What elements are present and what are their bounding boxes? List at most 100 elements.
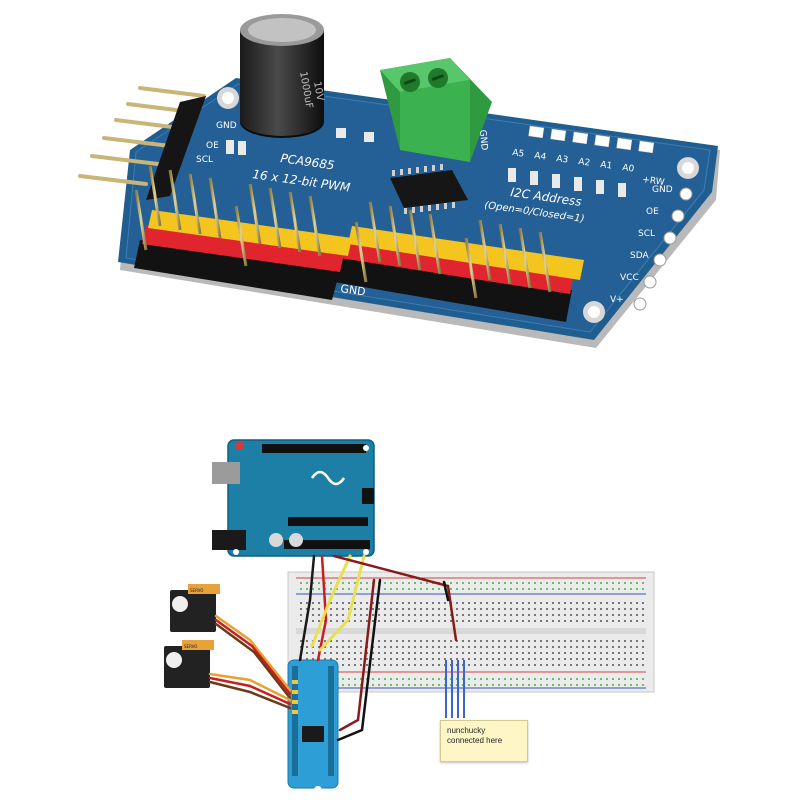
- breadboard-hole: [498, 602, 500, 604]
- nunchuck-note: nunchucky connected here: [440, 720, 528, 762]
- breadboard-hole: [528, 658, 530, 660]
- breadboard-hole: [360, 588, 362, 590]
- breadboard-hole: [510, 658, 512, 660]
- breadboard-hole: [414, 646, 416, 648]
- breadboard-hole: [402, 588, 404, 590]
- breadboard-hole: [426, 620, 428, 622]
- breadboard-hole: [336, 658, 338, 660]
- breadboard-hole: [522, 620, 524, 622]
- breadboard-hole: [396, 664, 398, 666]
- breadboard-hole: [528, 640, 530, 642]
- breadboard-hole: [384, 608, 386, 610]
- breadboard-hole: [306, 608, 308, 610]
- breadboard-hole: [360, 658, 362, 660]
- breadboard-hole: [336, 652, 338, 654]
- breadboard-hole: [450, 620, 452, 622]
- breadboard-hole: [612, 608, 614, 610]
- breadboard-hole: [468, 620, 470, 622]
- breadboard-hole: [354, 664, 356, 666]
- breadboard-hole: [414, 620, 416, 622]
- breadboard-hole: [498, 582, 500, 584]
- breadboard-hole: [558, 646, 560, 648]
- breadboard-hole: [552, 664, 554, 666]
- breadboard-hole: [438, 588, 440, 590]
- breadboard-hole: [318, 646, 320, 648]
- breadboard-hole: [384, 620, 386, 622]
- breadboard-hole: [480, 602, 482, 604]
- breadboard-hole: [462, 602, 464, 604]
- breadboard-hole: [528, 588, 530, 590]
- breadboard-hole: [336, 608, 338, 610]
- breadboard-hole: [492, 640, 494, 642]
- breadboard-hole: [636, 620, 638, 622]
- breadboard-hole: [618, 620, 620, 622]
- breadboard-hole: [552, 620, 554, 622]
- breadboard-hole: [384, 640, 386, 642]
- breadboard-hole: [624, 620, 626, 622]
- power-jack: [212, 530, 246, 550]
- breadboard-hole: [408, 582, 410, 584]
- breadboard-hole: [528, 608, 530, 610]
- breadboard-hole: [594, 678, 596, 680]
- breadboard-hole: [636, 646, 638, 648]
- breadboard-hole: [534, 678, 536, 680]
- breadboard-hole: [504, 646, 506, 648]
- breadboard-hole: [342, 608, 344, 610]
- breadboard-hole: [498, 684, 500, 686]
- breadboard-hole: [330, 582, 332, 584]
- breadboard-hole: [486, 664, 488, 666]
- breadboard-hole: [444, 640, 446, 642]
- breadboard-hole: [330, 608, 332, 610]
- breadboard-hole: [492, 664, 494, 666]
- breadboard-hole: [456, 652, 458, 654]
- breadboard-hole: [468, 608, 470, 610]
- breadboard-hole: [444, 620, 446, 622]
- breadboard-hole: [510, 614, 512, 616]
- breadboard-hole: [552, 640, 554, 642]
- breadboard-hole: [480, 678, 482, 680]
- breadboard-hole: [516, 582, 518, 584]
- breadboard-hole: [624, 652, 626, 654]
- address-bit-labels: A5 A4 A3 A2 A1 A0: [512, 148, 635, 175]
- breadboard-hole: [600, 664, 602, 666]
- breadboard-hole: [552, 602, 554, 604]
- breadboard-hole: [456, 658, 458, 660]
- breadboard-hole: [612, 602, 614, 604]
- breadboard-hole: [390, 640, 392, 642]
- breadboard-hole: [576, 602, 578, 604]
- breadboard-hole: [486, 646, 488, 648]
- breadboard-hole: [528, 614, 530, 616]
- breadboard-hole: [540, 646, 542, 648]
- breadboard-hole: [420, 646, 422, 648]
- breadboard-hole: [570, 664, 572, 666]
- breadboard-hole: [510, 684, 512, 686]
- breadboard-hole: [378, 678, 380, 680]
- breadboard-hole: [408, 614, 410, 616]
- breadboard-hole: [552, 608, 554, 610]
- breadboard-hole: [348, 664, 350, 666]
- breadboard-hole: [318, 614, 320, 616]
- breadboard-hole: [324, 640, 326, 642]
- nunchuck-wires: [445, 660, 465, 718]
- breadboard-hole: [414, 664, 416, 666]
- breadboard-hole: [318, 608, 320, 610]
- breadboard-hole: [582, 652, 584, 654]
- breadboard-hole: [642, 646, 644, 648]
- breadboard-hole: [426, 614, 428, 616]
- breadboard-hole: [612, 620, 614, 622]
- breadboard-hole: [420, 588, 422, 590]
- breadboard-hole: [546, 684, 548, 686]
- breadboard-hole: [516, 640, 518, 642]
- breadboard-hole: [312, 588, 314, 590]
- breadboard-hole: [426, 664, 428, 666]
- breadboard-hole: [420, 652, 422, 654]
- breadboard-hole: [426, 646, 428, 648]
- breadboard-hole: [624, 658, 626, 660]
- breadboard-hole: [360, 614, 362, 616]
- breadboard-hole: [330, 646, 332, 648]
- breadboard-hole: [546, 614, 548, 616]
- breadboard-hole: [558, 678, 560, 680]
- breadboard-hole: [342, 620, 344, 622]
- breadboard-hole: [576, 640, 578, 642]
- breadboard-hole: [480, 646, 482, 648]
